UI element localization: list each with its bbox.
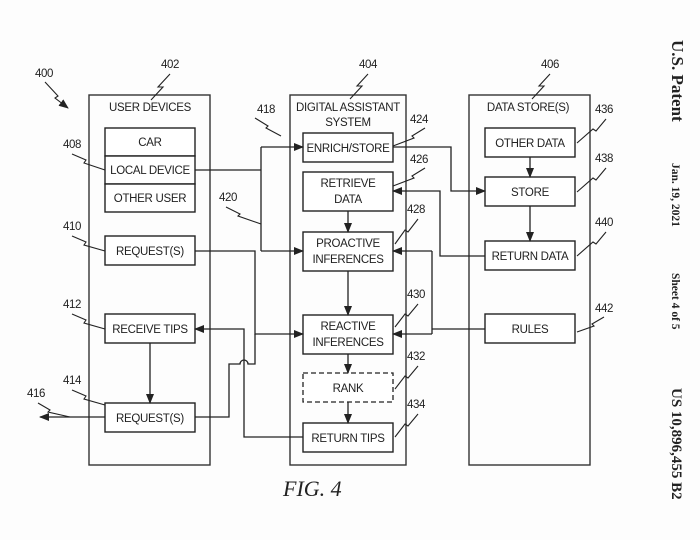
connector-418-leader [254, 117, 282, 137]
wire-request414-to-reactive [195, 334, 256, 418]
reactive-ref: 430 [407, 289, 425, 301]
connectors: 418 420 [194, 104, 486, 438]
retrieve-data-ref: 426 [410, 154, 428, 166]
return-tips-leader [394, 413, 419, 438]
patent-title: U.S. Patent [668, 40, 687, 122]
device-car-label: CAR [138, 137, 161, 149]
other-data-label: OTHER DATA [495, 138, 565, 150]
patent-sheet: Sheet 4 of 5 [669, 273, 681, 330]
request-414-box [104, 402, 196, 433]
user-devices-column: 402 USER DEVICES CAR LOCAL DEVICE OTHER … [27, 59, 211, 466]
assistant-title-line2: SYSTEM [325, 117, 371, 129]
store-leader [576, 167, 607, 193]
figure-caption: FIG. 4 [282, 476, 342, 501]
data-store-leader [531, 73, 551, 100]
request-410-label: REQUEST(S) [116, 246, 184, 258]
rules-ref: 442 [595, 303, 613, 315]
figure-ref-leader [44, 81, 69, 109]
request-410-ref: 410 [63, 221, 81, 233]
user-devices-ref: 402 [161, 59, 179, 71]
receive-tips-leader [71, 313, 106, 330]
reactive-line2: INFERENCES [312, 337, 384, 349]
rank-box [302, 372, 394, 403]
reactive-line1: REACTIVE [320, 321, 376, 333]
device-group-leader [71, 153, 106, 171]
reactive-leader [394, 303, 419, 328]
assistant-column: 404 DIGITAL ASSISTANT SYSTEM ENRICH/STOR… [289, 59, 429, 466]
data-store-frame [468, 94, 591, 466]
data-store-ref: 406 [541, 59, 559, 71]
rules-label: RULES [512, 324, 549, 336]
output-leader [37, 402, 71, 418]
connector-418-ref: 418 [257, 104, 275, 116]
device-local-label: LOCAL DEVICE [110, 165, 190, 177]
rank-ref: 432 [407, 351, 425, 363]
patent-number: US 10,896,455 B2 [668, 388, 684, 500]
enrich-store-ref: 424 [410, 114, 429, 126]
other-data-leader [576, 118, 607, 144]
assistant-ref: 404 [359, 59, 378, 71]
arrow-return-tips-to-receive [194, 325, 303, 438]
arrow-return-data-to-retrieve [392, 187, 485, 257]
rules-leader [576, 316, 605, 333]
return-data-ref: 440 [595, 217, 613, 229]
user-devices-frame [88, 94, 211, 466]
figure-ref: 400 [35, 68, 53, 80]
proactive-leader [394, 218, 419, 245]
request-414-leader [71, 389, 106, 406]
retrieve-data-box [302, 171, 394, 212]
request-414-label: REQUEST(S) [116, 413, 184, 425]
store-label: STORE [511, 187, 550, 199]
receive-tips-ref: 412 [63, 299, 81, 311]
other-data-ref: 436 [595, 104, 613, 116]
request-410-leader [71, 235, 106, 252]
rank-label: RANK [333, 383, 364, 395]
return-data-label: RETURN DATA [492, 251, 569, 263]
assistant-leader [349, 73, 369, 100]
request-414-ref: 414 [63, 375, 82, 387]
connector-420-leader [225, 206, 262, 225]
arrow-enrich-to-store [393, 146, 486, 195]
retrieve-data-line2: DATA [334, 194, 362, 206]
data-store-column: 406 DATA STORE(S) OTHER DATA 436 STORE 4… [468, 59, 613, 466]
device-group-ref: 408 [63, 139, 81, 151]
request-410-box [104, 235, 196, 266]
connector-420-ref: 420 [219, 192, 237, 204]
user-devices-title: USER DEVICES [109, 102, 192, 114]
receive-tips-label: RECEIVE TIPS [112, 324, 188, 336]
store-ref: 438 [595, 153, 613, 165]
user-devices-leader [150, 73, 171, 101]
enrich-store-label: ENRICH/STORE [306, 143, 390, 155]
device-other-user-box [104, 183, 196, 213]
return-tips-label: RETURN TIPS [311, 433, 385, 445]
assistant-frame [289, 94, 407, 466]
proactive-ref: 428 [407, 204, 425, 216]
rank-leader [394, 365, 419, 390]
return-data-leader [576, 231, 607, 257]
output-ref: 416 [27, 388, 45, 400]
other-data-box [484, 127, 576, 158]
rules-box [484, 313, 576, 344]
retrieve-data-leader [392, 167, 426, 187]
enrich-store-leader [392, 127, 426, 147]
device-other-user-label: OTHER USER [114, 193, 186, 205]
retrieve-data-line1: RETRIEVE [320, 178, 376, 190]
arrow-request-to-reactive [195, 250, 304, 338]
patent-date: Jan. 19, 2021 [669, 163, 681, 227]
proactive-line1: PROACTIVE [316, 238, 380, 250]
return-tips-ref: 434 [407, 399, 426, 411]
proactive-line2: INFERENCES [312, 254, 384, 266]
assistant-title-line1: DIGITAL ASSISTANT [296, 102, 400, 114]
data-store-title: DATA STORE(S) [487, 102, 570, 114]
proactive-inferences-box [302, 231, 394, 272]
patent-header: U.S. Patent Jan. 19, 2021 Sheet 4 of 5 U… [668, 40, 687, 500]
